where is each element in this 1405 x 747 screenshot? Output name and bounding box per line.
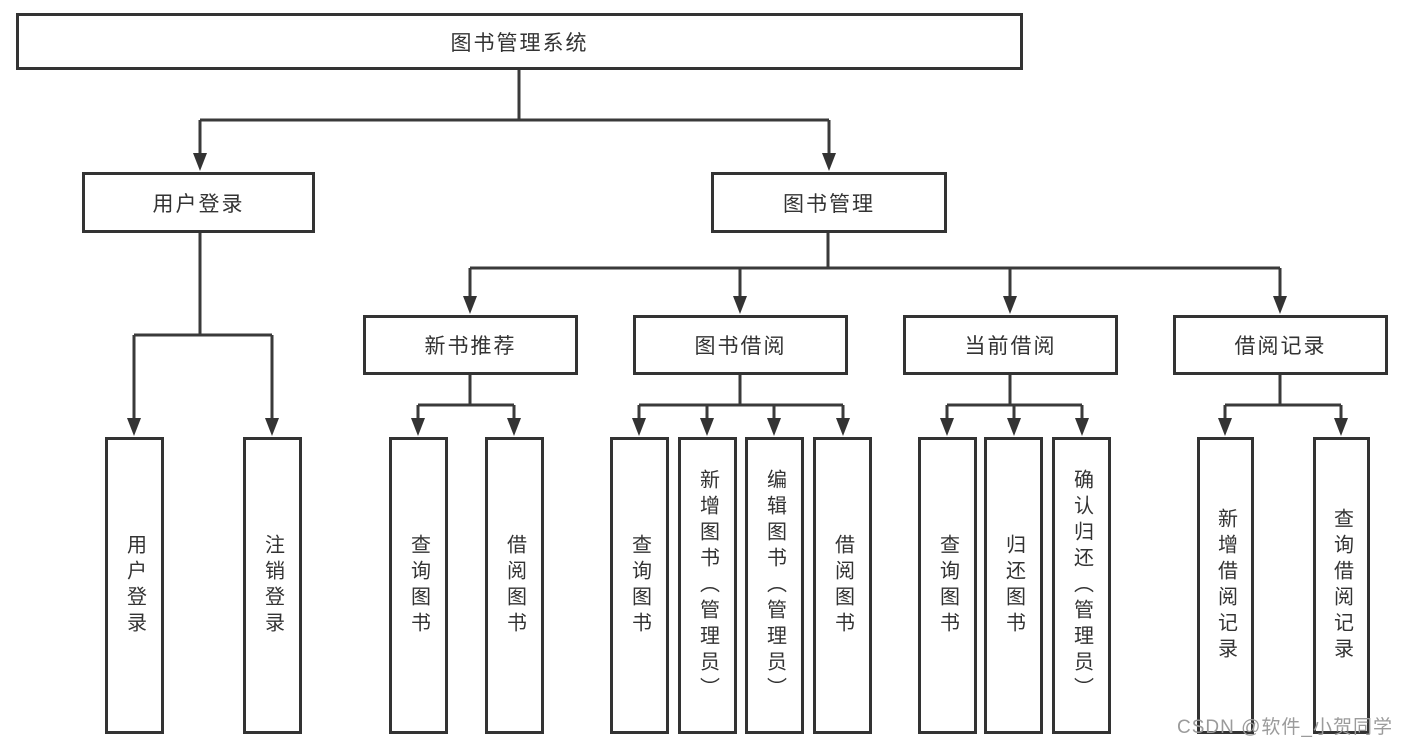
leaf-confirm-return-admin: 确认归还（管理员） bbox=[1052, 437, 1111, 734]
leaf-query-borrow-record: 查询借阅记录 bbox=[1313, 437, 1370, 734]
leaf-edit-book-admin: 编辑图书（管理员） bbox=[745, 437, 804, 734]
leaf-logout: 注销登录 bbox=[243, 437, 302, 734]
node-root-system: 图书管理系统 bbox=[16, 13, 1023, 70]
csdn-watermark: CSDN @软件_小贺同学 bbox=[1177, 717, 1393, 738]
node-user-login-branch: 用户登录 bbox=[82, 172, 315, 233]
leaf-query-books-borrow: 查询图书 bbox=[610, 437, 669, 734]
leaf-add-borrow-record: 新增借阅记录 bbox=[1197, 437, 1254, 734]
leaf-borrow-books-recommend: 借阅图书 bbox=[485, 437, 544, 734]
node-current-borrow: 当前借阅 bbox=[903, 315, 1118, 375]
node-book-borrow: 图书借阅 bbox=[633, 315, 848, 375]
leaf-query-books-recommend: 查询图书 bbox=[389, 437, 448, 734]
node-borrow-records: 借阅记录 bbox=[1173, 315, 1388, 375]
leaf-return-book: 归还图书 bbox=[984, 437, 1043, 734]
leaf-user-login: 用户登录 bbox=[105, 437, 164, 734]
node-new-book-recommend: 新书推荐 bbox=[363, 315, 578, 375]
leaf-borrow-books: 借阅图书 bbox=[813, 437, 872, 734]
node-book-management-branch: 图书管理 bbox=[711, 172, 947, 233]
leaf-add-book-admin: 新增图书（管理员） bbox=[678, 437, 737, 734]
leaf-query-books-current: 查询图书 bbox=[918, 437, 977, 734]
